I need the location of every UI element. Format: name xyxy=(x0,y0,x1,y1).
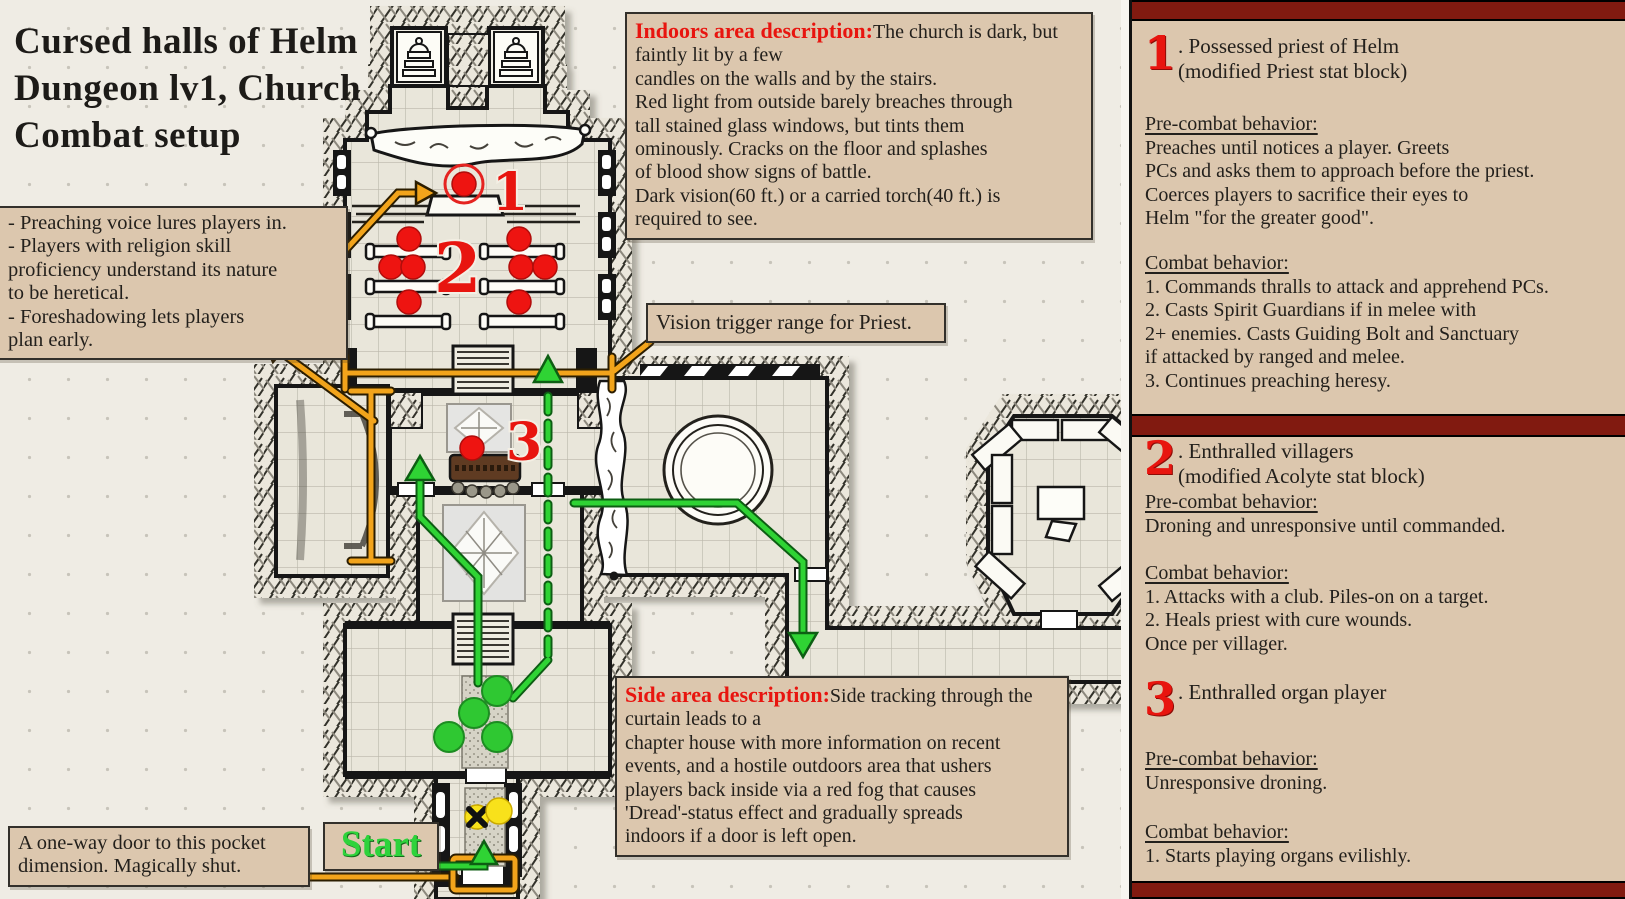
section-3-header: 3 . Enthralled organ player xyxy=(1144,672,1387,726)
statue-icon xyxy=(493,31,539,83)
map-label-organist: 3 xyxy=(506,412,542,473)
section-title: . Possessed priest of Helm (modified Pri… xyxy=(1178,34,1408,83)
section-1-header: 1 . Possessed priest of Helm (modified P… xyxy=(1144,26,1408,84)
arrowhead xyxy=(414,179,439,207)
note-side-description: Side area description:Side tracking thro… xyxy=(615,676,1069,857)
villager-markers xyxy=(378,226,558,315)
circular-dais xyxy=(662,414,774,526)
banner xyxy=(364,123,592,168)
pre-combat-heading: Pre-combat behavior: xyxy=(1145,748,1318,770)
entrance-yellow-marker xyxy=(485,797,513,825)
section-title: . Enthralled villagers (modified Acolyte… xyxy=(1178,439,1425,488)
note-heading: Side area description: xyxy=(625,682,830,707)
dungeon-map-page: 1 2 3 Cursed halls of Helm Dungeon lv1, … xyxy=(0,0,1129,899)
combat-heading: Combat behavior: xyxy=(1145,562,1289,584)
chapter-house-table xyxy=(1036,485,1086,543)
start-label-box: Start xyxy=(323,822,439,871)
arrowhead xyxy=(786,631,820,660)
section-divider-bar xyxy=(1132,881,1625,899)
dungeon-map: 1 2 3 xyxy=(203,6,1129,899)
note-one-way-door: A one-way door to this pocket dimension.… xyxy=(8,826,310,887)
section-number: 1 xyxy=(1144,26,1177,80)
entrance-x-marker xyxy=(464,804,490,830)
combat-text: 1. Attacks with a club. Piles-on on a ta… xyxy=(1145,586,1489,655)
note-vision-range: Vision trigger range for Priest. xyxy=(646,303,946,343)
start-label: Start xyxy=(340,824,422,865)
player-markers xyxy=(433,675,513,753)
pre-combat-heading: Pre-combat behavior: xyxy=(1145,491,1318,513)
pre-combat-text: Unresponsive droning. xyxy=(1145,772,1328,794)
arrowhead xyxy=(468,838,500,866)
section-divider-bar xyxy=(1132,414,1625,437)
stairs-bottom xyxy=(451,612,515,666)
note-indoors-description: Indoors area description:The church is d… xyxy=(625,12,1093,240)
organist-marker xyxy=(459,435,485,461)
note-body: The church is dark, but faintly lit by a… xyxy=(635,21,1058,231)
combat-text: 1. Commands thralls to attack and appreh… xyxy=(1145,276,1549,392)
section-number: 3 xyxy=(1144,672,1177,726)
organ-icon xyxy=(448,453,522,499)
note-foreshadowing: - Preaching voice lures players in. - Pl… xyxy=(0,206,348,361)
arrowhead xyxy=(531,353,565,384)
statue-icon xyxy=(396,31,442,83)
arrowhead xyxy=(403,453,437,482)
page-title: Cursed halls of Helm Dungeon lv1, Church… xyxy=(14,21,362,156)
stat-sidebar: 1 . Possessed priest of Helm (modified P… xyxy=(1129,0,1625,899)
section-title: . Enthralled organ player xyxy=(1178,680,1387,704)
combat-heading: Combat behavior: xyxy=(1145,821,1289,843)
combat-text: 1. Starts playing organs evilishly. xyxy=(1145,845,1412,867)
pre-combat-text: Preaches until notices a player. Greets … xyxy=(1145,137,1535,230)
combat-heading: Combat behavior: xyxy=(1145,252,1289,274)
map-label-villagers: 2 xyxy=(434,229,481,309)
section-divider-bar xyxy=(1132,0,1625,21)
pre-combat-heading: Pre-combat behavior: xyxy=(1145,113,1318,135)
ornate-floor-tile xyxy=(442,504,526,602)
section-2-header: 2 . Enthralled villagers (modified Acoly… xyxy=(1144,431,1425,489)
pre-combat-text: Droning and unresponsive until commanded… xyxy=(1145,515,1506,537)
curtain xyxy=(594,375,629,581)
section-number: 2 xyxy=(1144,431,1177,485)
page-edge xyxy=(1121,0,1129,899)
note-body: Side tracking through the curtain leads … xyxy=(625,685,1033,848)
green-annotations xyxy=(378,353,820,871)
map-label-priest: 1 xyxy=(492,162,528,223)
priest-marker xyxy=(443,163,485,205)
note-heading: Indoors area description: xyxy=(635,18,873,43)
